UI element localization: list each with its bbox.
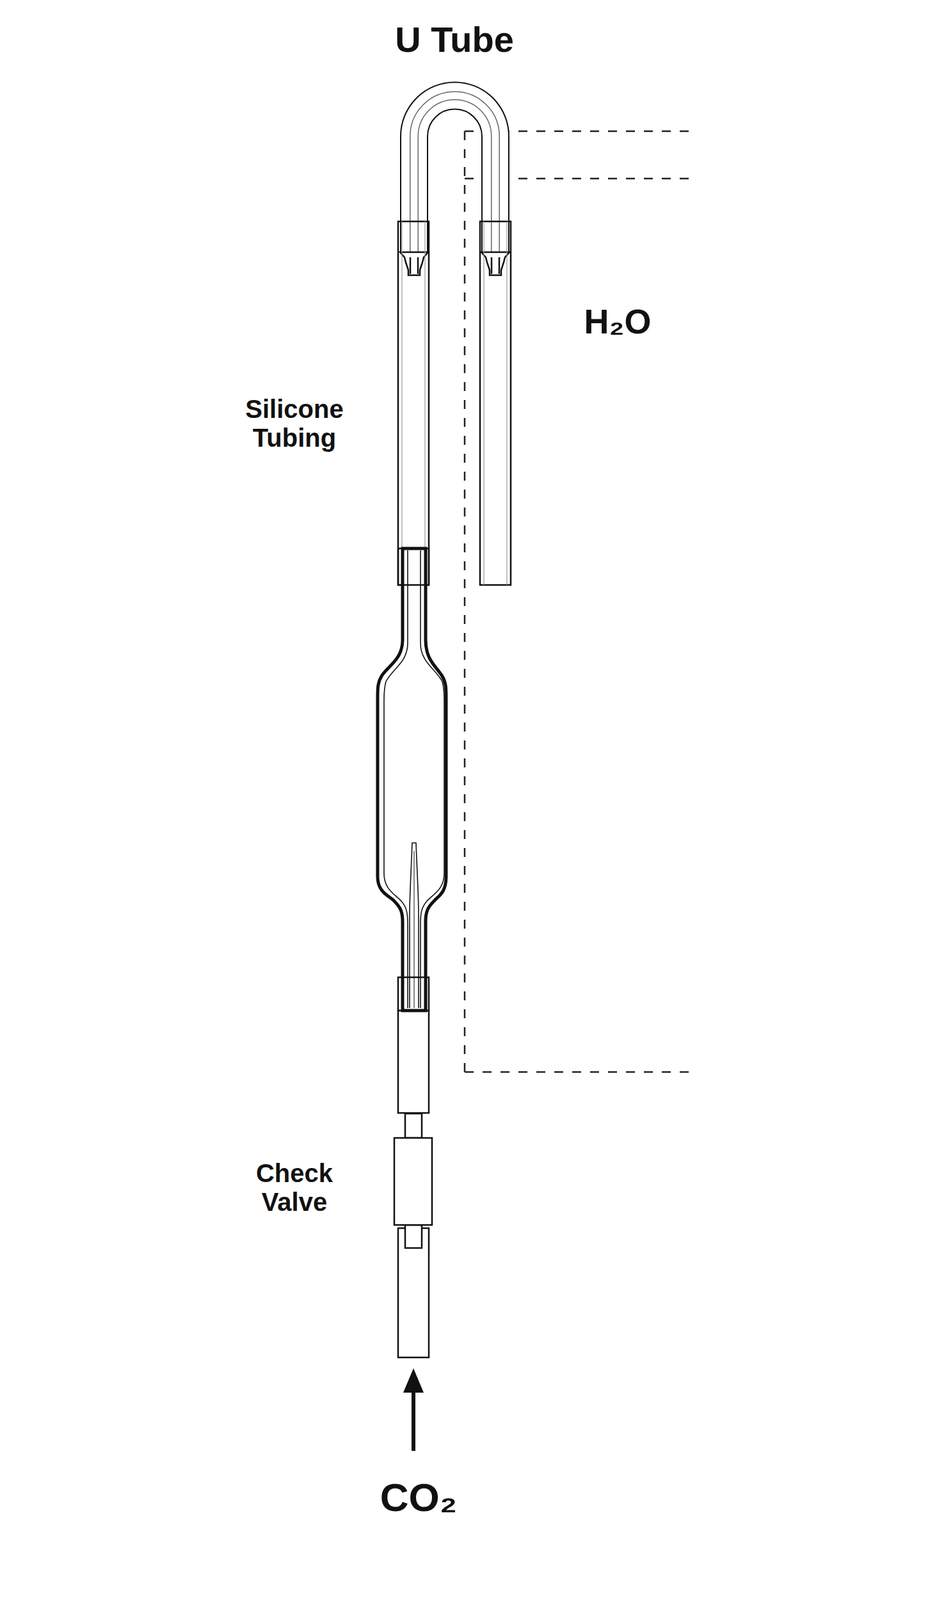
silicone-tubing: [398, 221, 511, 585]
gas-label: CO₂: [380, 1475, 458, 1520]
part-label: U Tube: [394, 19, 514, 61]
part-label: Silicone Tubing: [233, 394, 356, 453]
u-tube-barb: [400, 252, 510, 276]
part-label: Check Valve: [233, 1159, 356, 1217]
bubble-counter: [377, 548, 447, 1011]
check-valve: [394, 1113, 433, 1249]
u-tube: [414, 96, 496, 255]
water-level-region: [464, 131, 697, 1073]
medium-label: H₂O: [584, 302, 652, 341]
flow-arrow: [403, 1368, 424, 1451]
